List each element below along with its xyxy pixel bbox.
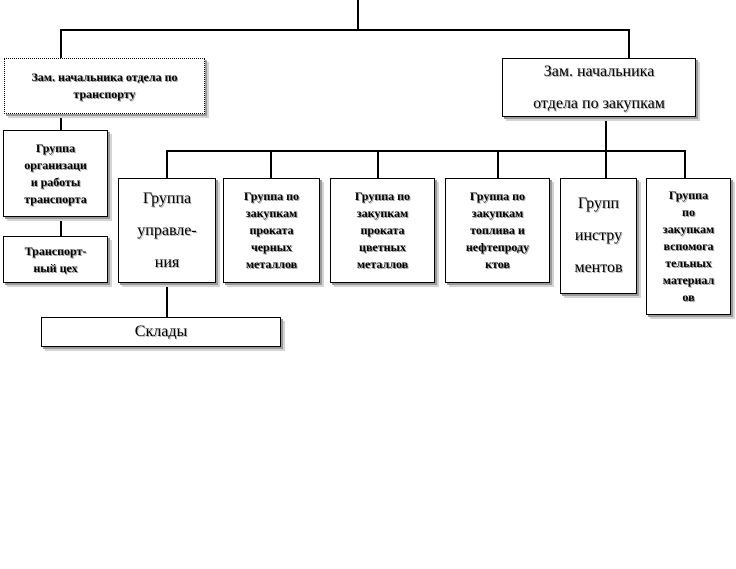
drop-auxiliary-line	[684, 150, 686, 180]
procurement-stem-line	[605, 117, 607, 181]
drop-management-line	[166, 150, 168, 180]
transport-shop-box: Транспорт- ный цех	[3, 236, 108, 283]
procurement-deputy-box: Зам. начальника отдела по закупкам	[502, 58, 696, 117]
drop-fuel-line	[497, 150, 499, 180]
drop-nonferrous-line	[377, 150, 379, 180]
transport-drop-line	[60, 29, 62, 59]
tools-group-label: Групп инстру ментов	[574, 195, 623, 276]
tools-group-box: Групп инстру ментов	[560, 178, 637, 294]
procurement-drop-line	[628, 29, 630, 59]
nonferrous-group-label: Группа по закупкам проката цветных метал…	[354, 189, 411, 271]
drop-ferrous-line	[270, 150, 272, 180]
procurement-deputy-label: Зам. начальника отдела по закупкам	[533, 62, 665, 112]
auxiliary-group-label: Группа по закупкам вспомога тельных мате…	[662, 188, 715, 304]
fuel-group-box: Группа по закупкам топлива и нефтепроду …	[445, 178, 550, 283]
fuel-group-label: Группа по закупкам топлива и нефтепроду …	[465, 189, 530, 271]
transport-org-group-box: Группа организаци и работы транспорта	[3, 130, 108, 217]
top-bus-line	[60, 29, 630, 31]
ferrous-group-box: Группа по закупкам проката черных металл…	[223, 178, 320, 283]
transport-shop-label: Транспорт- ный цех	[24, 243, 87, 275]
management-group-label: Группа управле- ния	[137, 189, 197, 271]
auxiliary-group-box: Группа по закупкам вспомога тельных мате…	[646, 178, 731, 315]
group-bus-line	[166, 150, 686, 152]
transport-deputy-box: Зам. начальника отдела по транспорту	[4, 58, 205, 114]
ferrous-group-label: Группа по закупкам проката черных металл…	[243, 189, 300, 271]
management-group-box: Группа управле- ния	[118, 178, 216, 283]
warehouses-link-line	[166, 283, 168, 319]
top-stem-line	[357, 0, 359, 30]
transport-org-group-label: Группа организаци и работы транспорта	[24, 140, 87, 206]
warehouses-box: Склады	[41, 317, 281, 347]
transport-deputy-label: Зам. начальника отдела по транспорту	[31, 70, 178, 101]
nonferrous-group-box: Группа по закупкам проката цветных метал…	[330, 178, 435, 283]
warehouses-label: Склады	[134, 323, 188, 340]
